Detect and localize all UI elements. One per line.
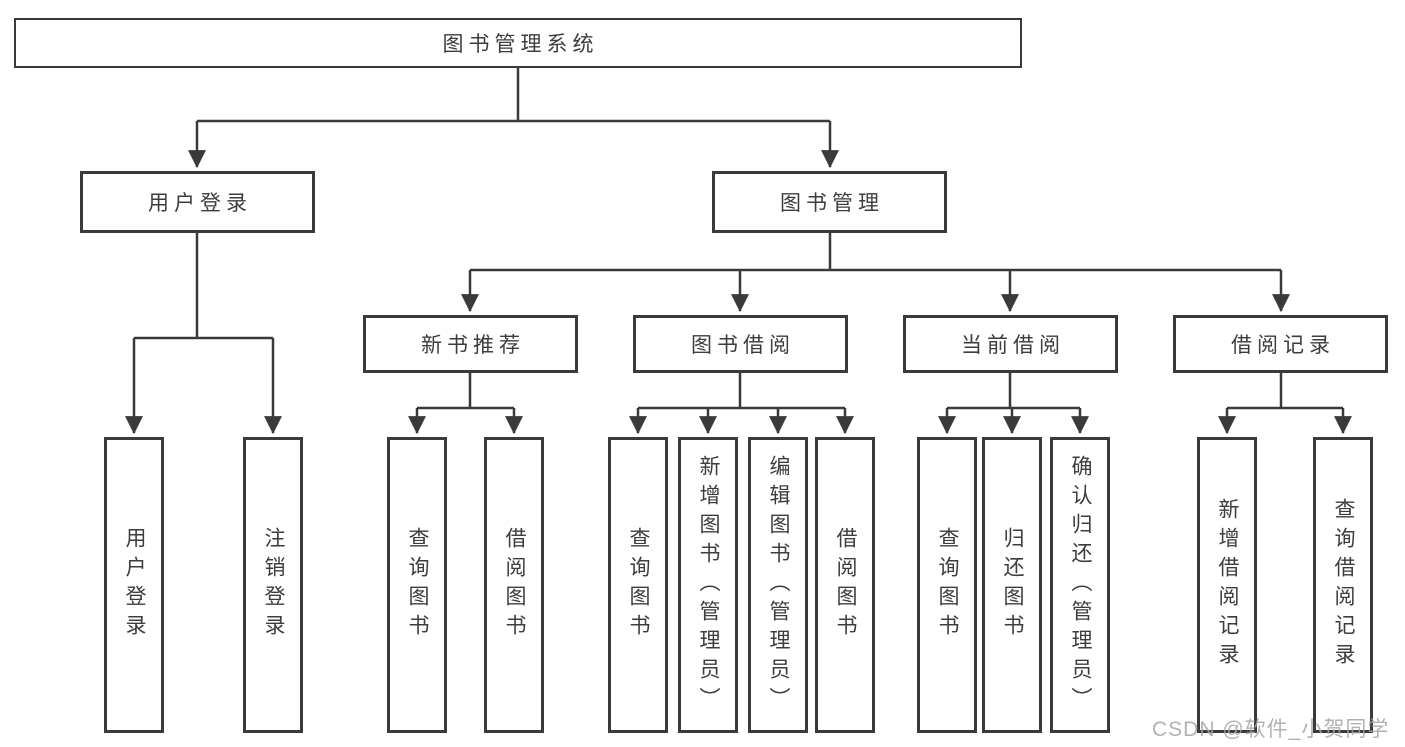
leaf-add-books-admin: 新增图书（管理员） bbox=[678, 437, 738, 733]
leaf-add-books-admin-label: 新增图书（管理员） bbox=[697, 454, 720, 716]
leaf-confirm-return-admin-label: 确认归还（管理员） bbox=[1069, 454, 1092, 716]
leaf-logout: 注销登录 bbox=[243, 437, 303, 733]
leaf-borrow-query-books-label: 查询图书 bbox=[627, 527, 650, 643]
csdn-watermark: CSDN @软件_小贺同学 bbox=[1152, 718, 1390, 741]
leaf-newbook-borrow-books-label: 借阅图书 bbox=[503, 527, 526, 643]
leaf-edit-books-admin: 编辑图书（管理员） bbox=[748, 437, 808, 733]
leaf-user-login-label: 用户登录 bbox=[123, 527, 146, 643]
leaf-edit-books-admin-label: 编辑图书（管理员） bbox=[767, 454, 790, 716]
node-new-book-recommendation: 新书推荐 bbox=[363, 315, 578, 373]
node-book-management: 图书管理 bbox=[712, 171, 947, 233]
leaf-borrow-books-label: 借阅图书 bbox=[834, 527, 857, 643]
leaf-newbook-query-books-label: 查询图书 bbox=[406, 527, 429, 643]
leaf-return-books-label: 归还图书 bbox=[1001, 527, 1024, 643]
node-library-management-system: 图书管理系统 bbox=[14, 18, 1022, 68]
connector-root-to-level2 bbox=[188, 68, 839, 169]
leaf-add-borrow-record-label: 新增借阅记录 bbox=[1216, 498, 1239, 672]
leaf-current-query-books: 查询图书 bbox=[917, 437, 977, 733]
connector-book-borrow-children bbox=[629, 373, 854, 435]
leaf-logout-label: 注销登录 bbox=[262, 527, 285, 643]
leaf-query-borrow-record-label: 查询借阅记录 bbox=[1332, 498, 1355, 672]
leaf-add-borrow-record: 新增借阅记录 bbox=[1197, 437, 1257, 733]
node-book-borrowing: 图书借阅 bbox=[633, 315, 848, 373]
leaf-confirm-return-admin: 确认归还（管理员） bbox=[1050, 437, 1110, 733]
connector-current-borrow-children bbox=[938, 373, 1089, 435]
connector-user-login-children bbox=[125, 233, 282, 435]
leaf-user-login: 用户登录 bbox=[104, 437, 164, 733]
connector-new-book-rec-children bbox=[408, 373, 523, 435]
leaf-borrow-query-books: 查询图书 bbox=[608, 437, 668, 733]
node-current-borrowing: 当前借阅 bbox=[903, 315, 1118, 373]
leaf-return-books: 归还图书 bbox=[982, 437, 1042, 733]
connector-book-mgmt-children bbox=[461, 233, 1290, 313]
node-user-login: 用户登录 bbox=[80, 171, 315, 233]
leaf-newbook-query-books: 查询图书 bbox=[387, 437, 447, 733]
leaf-current-query-books-label: 查询图书 bbox=[936, 527, 959, 643]
connector-borrow-records-children bbox=[1218, 373, 1352, 435]
node-borrowing-records: 借阅记录 bbox=[1173, 315, 1388, 373]
leaf-query-borrow-record: 查询借阅记录 bbox=[1313, 437, 1373, 733]
leaf-newbook-borrow-books: 借阅图书 bbox=[484, 437, 544, 733]
leaf-borrow-books: 借阅图书 bbox=[815, 437, 875, 733]
